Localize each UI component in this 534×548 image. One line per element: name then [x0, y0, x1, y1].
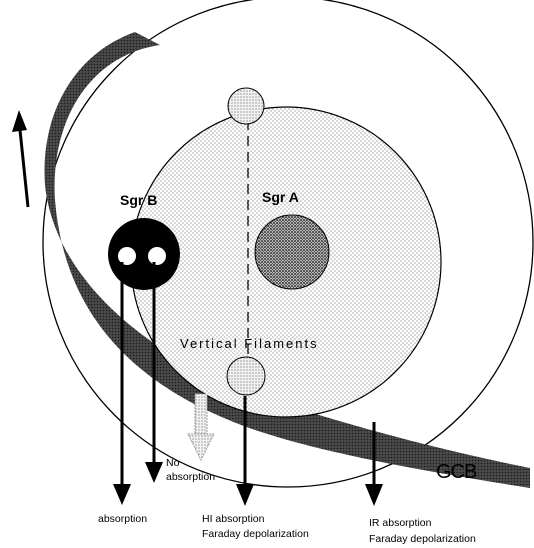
hi-absorption-label-line1: HI absorption: [202, 513, 265, 525]
sgr-b-label: Sgr B: [120, 192, 157, 208]
ir-absorption-label-line2: Faraday depolarization: [369, 533, 476, 545]
no-absorption-label-line1: No: [166, 457, 180, 469]
vertical-filaments-label: Vertical Filaments: [180, 336, 319, 351]
arrow-up-icon: [12, 110, 28, 207]
sgr-b-core-right: [148, 247, 166, 265]
filament-bottom-blob: [227, 357, 265, 395]
sgr-a-label: Sgr A: [262, 189, 299, 205]
filament-top-blob: [228, 88, 264, 124]
absorption-label: absorption: [98, 513, 147, 525]
ir-absorption-label-line1: IR absorption: [369, 517, 432, 529]
gcb-label: GCB: [436, 461, 477, 483]
no-absorption-label-line2: absorption: [166, 471, 215, 483]
hi-absorption-label-line2: Faraday depolarization: [202, 528, 309, 540]
sgr-a-source: [255, 215, 329, 289]
